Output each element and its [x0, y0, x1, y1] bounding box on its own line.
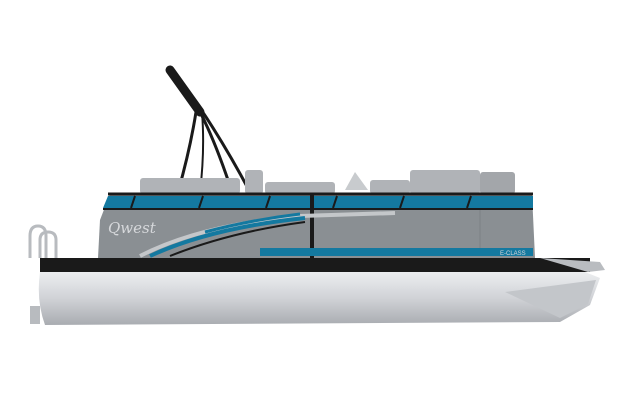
boarding-ladder [28, 224, 58, 258]
model-badge: E-CLASS [500, 251, 526, 257]
pontoon-tube [30, 272, 601, 325]
bimini-top [165, 65, 252, 194]
deck [40, 258, 605, 272]
seating [140, 170, 515, 194]
brand-logo: Qwest [108, 219, 157, 237]
fence-panel [98, 192, 535, 259]
